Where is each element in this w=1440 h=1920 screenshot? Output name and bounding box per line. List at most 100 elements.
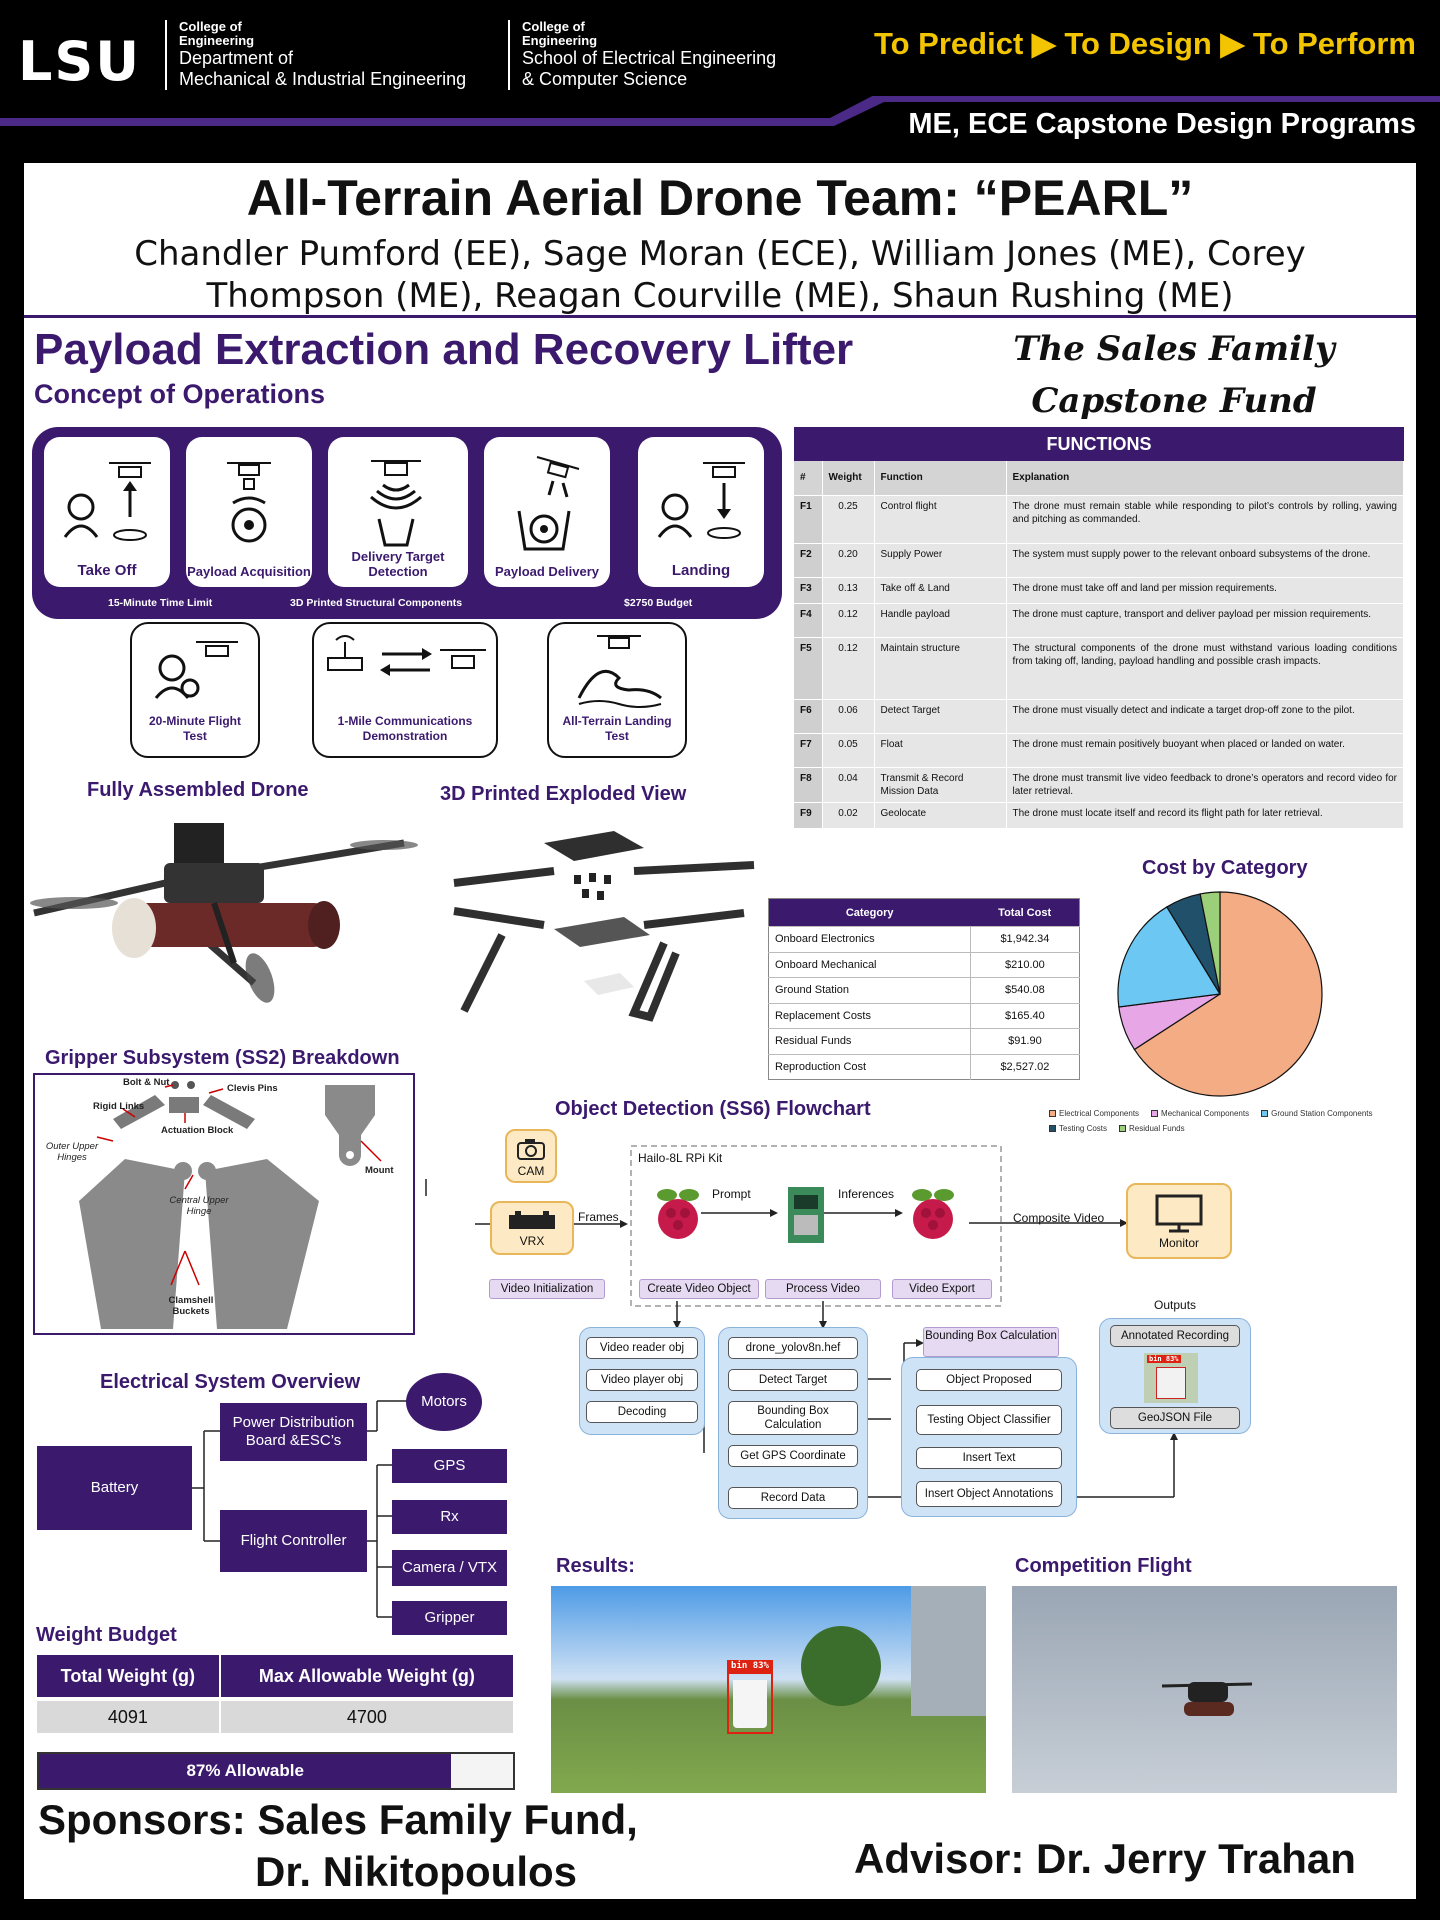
sponsors-line1: Sponsors: Sales Family Fund, (38, 1796, 638, 1843)
pie-title: Cost by Category (1142, 857, 1308, 879)
prompt-label: Prompt (712, 1187, 751, 1201)
op-acquisition-label: Payload Acquisition (187, 564, 311, 579)
label-buckets: Clamshell Buckets (168, 1295, 214, 1317)
constraint-3dprint: 3D Printed Structural Components (290, 597, 463, 609)
detection-icon (370, 460, 422, 547)
label-bolt: Bolt & Nut (123, 1077, 170, 1088)
results-heading: Results: (556, 1555, 635, 1577)
func-id: F4 (794, 602, 823, 637)
sponsors: Sponsors: Sales Family Fund, Dr. Nikitop… (38, 1794, 638, 1898)
fund-logo: The Sales Family Capstone Fund (1013, 329, 1335, 421)
battery-box: Battery (37, 1446, 192, 1530)
label-mount: Mount (365, 1165, 394, 1176)
assembled-heading: Fully Assembled Drone (87, 779, 309, 801)
exploded-heading: 3D Printed Exploded View (440, 783, 687, 805)
thumb-tag: bin 83% (1147, 1355, 1181, 1363)
landing-icon (657, 462, 745, 539)
comms-icon (327, 635, 486, 676)
test-flight-label: 20-Minute Flight Test (149, 714, 241, 743)
func-name: Detect Target (874, 698, 1007, 733)
label-outer-hinges: Outer Upper Hinges (45, 1141, 99, 1163)
legend-label: Testing Costs (1059, 1124, 1108, 1133)
legend-label: Ground Station Components (1271, 1109, 1373, 1118)
op-takeoff: Take Off (44, 437, 170, 587)
op-delivery-label: Payload Delivery (494, 564, 600, 579)
func-id: F7 (794, 732, 823, 767)
cost-value: $91.90 (969, 1028, 1080, 1054)
func-explanation: The drone must remain positively buoyant… (1006, 732, 1404, 767)
camera-vtx-box: Camera / VTX (392, 1550, 507, 1586)
func-explanation: The drone must remain stable while respo… (1006, 494, 1404, 543)
func-col-explanation: Explanation (1006, 461, 1404, 495)
detection-bbox (727, 1672, 773, 1734)
legend-swatch (1119, 1125, 1127, 1132)
receiver-icon (509, 1211, 555, 1229)
weight-progress-bar: 87% Allowable (37, 1752, 515, 1790)
node-decoding: Decoding (586, 1401, 698, 1423)
pilot-timer-icon (154, 641, 238, 699)
constraint-budget: $2750 Budget (624, 597, 693, 609)
cost-pie-chart (1117, 891, 1323, 1097)
dept-ece-college: College of (522, 19, 585, 34)
wb-max-value: 4700 (219, 1697, 516, 1733)
node-bbox-calc: Bounding Box Calculation (728, 1401, 858, 1435)
node-video-player: Video player obj (586, 1369, 698, 1391)
legend-label: Mechanical Components (1161, 1109, 1250, 1118)
tree (801, 1626, 881, 1706)
drone-in-flight (1161, 1682, 1253, 1716)
cost-row: Onboard Electronics$1,942.34 (768, 926, 1080, 952)
monitor-node: Monitor (1126, 1183, 1232, 1259)
gripper-box-el: Gripper (392, 1601, 507, 1635)
node-classifier: Testing Object Classifier (916, 1405, 1062, 1435)
cost-category: Residual Funds (768, 1028, 971, 1054)
cost-row: Onboard Mechanical$210.00 (768, 951, 1080, 978)
advisor: Advisor: Dr. Jerry Trahan (854, 1835, 1356, 1882)
op-delivery: Payload Delivery (484, 437, 610, 587)
cost-row: Residual Funds$91.90 (768, 1028, 1080, 1054)
func-explanation: The structural components of the drone m… (1006, 636, 1404, 699)
header-stripe (0, 96, 1440, 126)
test-landing: All-Terrain Landing Test (547, 622, 687, 758)
func-weight: 0.25 (822, 494, 875, 543)
func-col-id: # (794, 461, 823, 495)
bucket (733, 1680, 767, 1728)
competition-photo (1012, 1586, 1397, 1793)
node-insert-annotations: Insert Object Annotations (916, 1481, 1062, 1507)
tank (911, 1586, 986, 1716)
func-name: Control flight (874, 494, 1007, 543)
functions-table: FUNCTIONS # Weight Function Explanation … (794, 427, 1404, 828)
stage-create-video: Create Video Object (639, 1279, 759, 1299)
func-weight: 0.04 (822, 766, 875, 802)
pdb-box: Power Distribution Board &ESC’s (220, 1403, 367, 1461)
legend-label: Electrical Components (1059, 1109, 1140, 1118)
func-explanation: The drone must visually detect and indic… (1006, 698, 1404, 733)
node-annotated-recording: Annotated Recording (1110, 1325, 1240, 1347)
test-comms: 1-Mile Communications Demonstration (312, 622, 498, 758)
cost-category: Onboard Electronics (768, 926, 971, 952)
op-landing-label: Landing (671, 562, 731, 579)
weight-progress-label: 87% Allowable (186, 1761, 304, 1780)
functions-title: FUNCTIONS (794, 427, 1404, 461)
camera-icon (517, 1139, 545, 1160)
lsu-logo: LSU (18, 30, 142, 93)
func-name: Geolocate (874, 801, 1007, 828)
dept-me-school: Engineering (179, 33, 255, 48)
results-photo: bin 83% (551, 1586, 986, 1793)
inferences-label: Inferences (838, 1187, 895, 1201)
cost-category: Replacement Costs (768, 1002, 971, 1029)
raspberry-pi-icon-2 (912, 1189, 954, 1239)
poster-title: All-Terrain Aerial Drone Team: “PEARL” (246, 170, 1194, 226)
outputs-label: Outputs (1154, 1298, 1197, 1312)
sponsors-line2: Dr. Nikitopoulos (255, 1848, 578, 1895)
test-comms-label: 1-Mile Communications Demonstration (337, 714, 473, 743)
drone-photo (30, 823, 418, 1003)
func-explanation: The drone must locate itself and record … (1006, 801, 1404, 828)
vrx-node: VRX (490, 1201, 574, 1255)
legend-item: Mechanical Components (1151, 1109, 1249, 1118)
weight-table: Total Weight (g) Max Allowable Weight (g… (37, 1655, 516, 1733)
label-central-hinge: Central Upper Hinge (169, 1195, 229, 1217)
cam-node: CAM (505, 1129, 557, 1183)
cost-row: Replacement Costs$165.40 (768, 1002, 1080, 1029)
